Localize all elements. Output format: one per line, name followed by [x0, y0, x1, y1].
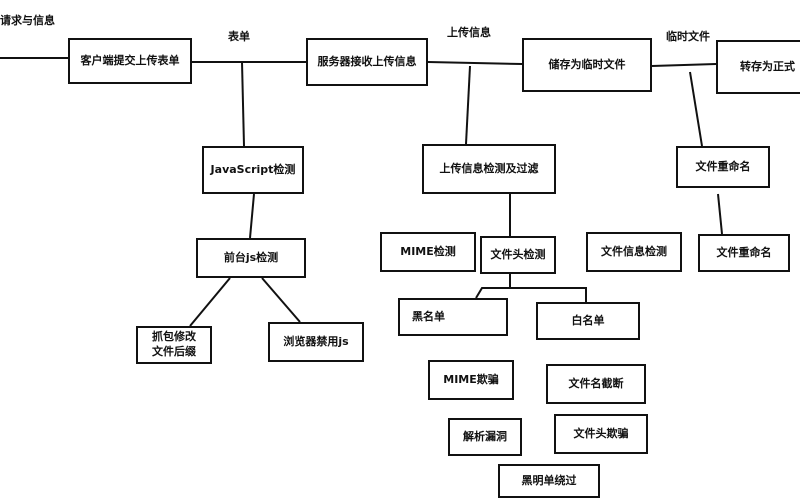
node-client-submit: 客户端提交上传表单	[68, 38, 192, 84]
node-js-check: JavaScript检测	[202, 146, 304, 194]
connector-temp-rename	[689, 71, 703, 147]
node-file-header-check: 文件头检测	[480, 236, 556, 274]
connector-header-lists	[475, 287, 587, 302]
node-server-receive: 服务器接收上传信息	[306, 38, 428, 86]
connector-rename-rename	[717, 193, 723, 235]
node-blackwhite-bypass: 黑明单绕过	[498, 464, 600, 498]
edge-label-upload-info: 上传信息	[447, 26, 491, 39]
connector-server-store	[427, 61, 523, 65]
connector-store-formal	[651, 63, 717, 67]
edge-label-form: 表单	[228, 30, 250, 43]
node-blacklist: 黑名单	[398, 298, 508, 336]
connector-frontend-capture	[189, 277, 231, 327]
node-upload-check-filter: 上传信息检测及过滤	[422, 144, 556, 194]
node-filename-truncation: 文件名截断	[546, 364, 646, 404]
node-file-rename-top: 文件重命名	[676, 146, 770, 188]
node-browser-disable-js: 浏览器禁用js	[268, 322, 364, 362]
node-file-rename-bottom: 文件重命名	[698, 234, 790, 272]
node-whitelist: 白名单	[536, 302, 640, 340]
connector-form-js	[241, 61, 245, 147]
node-file-info-check: 文件信息检测	[586, 232, 682, 272]
node-capture-modify-ext: 抓包修改 文件后缀	[136, 326, 212, 364]
connector-upload-filter	[465, 65, 471, 145]
edge-label-request-info: 请求与信息	[0, 14, 55, 27]
node-file-header-spoof: 文件头欺骗	[554, 414, 648, 454]
node-store-temp: 储存为临时文件	[522, 38, 652, 92]
node-frontend-js-check: 前台js检测	[196, 238, 306, 278]
connector-frontend-browser	[261, 277, 301, 323]
node-parse-vuln: 解析漏洞	[448, 418, 522, 456]
node-mime-check: MIME检测	[380, 232, 476, 272]
connector-js-frontend	[249, 193, 255, 239]
node-save-formal: 转存为正式	[716, 40, 800, 94]
node-mime-spoof: MIME欺骗	[428, 360, 514, 400]
edge-label-temp-file: 临时文件	[666, 30, 710, 43]
